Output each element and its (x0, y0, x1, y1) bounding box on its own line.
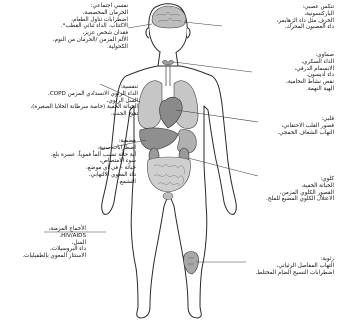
label-line: داء العصبون المحرك. (277, 24, 334, 31)
label-line: السل الرئوي، (30, 98, 138, 105)
bladder-organ (163, 193, 173, 200)
leader-neuro (184, 22, 222, 26)
label-line: نقص نشاط النخامية، (286, 79, 334, 86)
label-line: الخرف مثل داء الزهايمر، (277, 18, 334, 25)
label-heading: كلوي: (266, 176, 334, 183)
label-heading: قلبي: (277, 116, 334, 123)
label-line: السل، (22, 240, 86, 247)
label-line: الاستثار المعوي بالطفيليات. (22, 253, 86, 260)
label-line: HIV/AIDS، (22, 233, 86, 240)
label-line: الخباثة الخفية، (266, 183, 334, 190)
label-line: التهاب الشغاف الخمجي. (277, 130, 334, 137)
label-line: خباثة – في أي موضع، (51, 165, 136, 172)
label-line: التشمع. (51, 179, 136, 186)
label-line: قصور القلب الاحتقاني، (277, 123, 334, 130)
label-line: التهاب المفاصل الرثياني، (255, 263, 334, 270)
label-line: الداء السكري، (286, 59, 334, 66)
label-respiratory: تنفسية: الداء الرئوي الانسدادي المزمن CO… (30, 84, 138, 118)
label-endocrine: صماوي: الداء السكري، الانسمام الدرقي، دا… (286, 52, 334, 93)
label-line: الباركنسونية، (277, 11, 334, 18)
label-heading: تنفسية: (30, 84, 138, 91)
label-rheumatologic: رثوية: التهاب المفاصل الرثياني، اضطرابات… (255, 256, 334, 276)
label-line: الألم المزمن /الحرمان من النوم، (53, 37, 128, 44)
label-line: داء أديسون، (286, 72, 334, 79)
label-line: الكحولية. (53, 44, 128, 51)
label-psychosocial: نفسي اجتماعي: الحرمان المخصصة، اضطرابات … (53, 3, 128, 51)
label-gastrointestinal: هضمية: اضطرابات سنية، أية حالة تسبب ألما… (51, 138, 136, 186)
label-renal: كلوي: الخباثة الخفية، القصور الكلوي المز… (266, 176, 334, 203)
label-line: داء البروسيلات، (22, 246, 86, 253)
label-line: فقدان شخص عزيز، (53, 30, 128, 37)
label-cardiac: قلبي: قصور القلب الاحتقاني، التهاب الشغا… (277, 116, 334, 136)
label-line: تقيح الجنب. (30, 111, 138, 118)
label-neurodegenerative: تنكس عصبي: الباركنسونية، الخرف مثل داء ا… (277, 4, 334, 31)
label-chronic-infections: الأخماج المزمنة، HIV/AIDS، السل، داء الب… (22, 226, 86, 260)
label-line: اضطرابات النسيج الضام المختلط. (255, 270, 334, 277)
label-line: اضطرابات سنية، (51, 145, 136, 152)
label-heading: هضمية: (51, 138, 136, 145)
label-line: داء المعوي الالتهابي، (51, 172, 136, 179)
label-line: الخباثة الخفية (خاصة سرطانة الخلايا الصغ… (30, 104, 138, 111)
label-line: الاعتلال الكلوي المضيع للملح. (266, 196, 334, 203)
label-heading: نفسي اجتماعي: (53, 3, 128, 10)
label-line: الاكتئاب. الداء ثنائي القطب*. (53, 23, 128, 30)
label-line: الحرمان المخصصة، (53, 10, 128, 17)
label-heading: صماوي: (286, 52, 334, 59)
label-line: الهية النهمة. (286, 86, 334, 93)
label-line: أية حالة تسبب ألماً فموياً، عسرة بلع، (51, 152, 136, 159)
label-line: الداء الرئوي الانسدادي المزمن COPD، (30, 91, 138, 98)
label-heading: رثوية: (255, 256, 334, 263)
label-heading: الأخماج المزمنة، (22, 226, 86, 233)
label-heading: تنكس عصبي: (277, 4, 334, 11)
